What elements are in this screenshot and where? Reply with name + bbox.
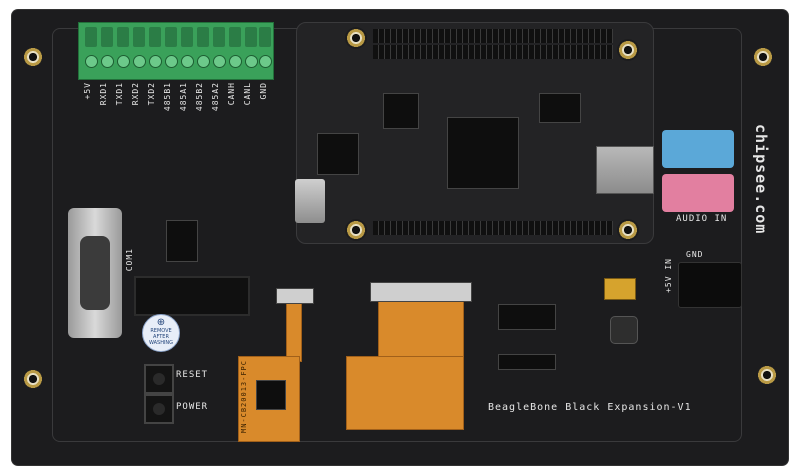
- sticker-text: REMOVE AFTER WASHING: [148, 328, 174, 346]
- gnd-label: GND: [686, 250, 704, 259]
- terminal-label: 485B2: [195, 82, 204, 112]
- audio-label: AUDIO IN: [676, 214, 728, 224]
- dc-power-jack[interactable]: [678, 262, 742, 308]
- terminal-label: 485A2: [211, 82, 220, 112]
- reset-button[interactable]: [144, 364, 174, 394]
- db9-serial-connector[interactable]: [68, 208, 122, 338]
- processor-chip: [447, 117, 519, 189]
- ic-chip: [539, 93, 581, 123]
- power-button[interactable]: [144, 394, 174, 424]
- sd-card-slot: [596, 146, 654, 194]
- com-label: COM1: [125, 248, 134, 272]
- terminal-label: 485A1: [179, 82, 188, 112]
- brand-text: chipsee.com: [752, 124, 770, 235]
- terminal-label: RXD2: [131, 82, 140, 106]
- ic-chip: [317, 133, 359, 175]
- idc-pin-header: [134, 276, 250, 316]
- terminal-label: TXD1: [115, 82, 124, 106]
- audio-out-jack[interactable]: [662, 130, 734, 168]
- terminal-label: CANH: [227, 82, 236, 106]
- terminal-label: +5V: [83, 82, 92, 100]
- green-terminal-block: [78, 22, 274, 80]
- ic-chip: [383, 93, 419, 129]
- top-pin-header: [373, 29, 613, 43]
- touch-fpc-cable: [286, 300, 302, 362]
- inductor: [610, 316, 638, 344]
- beaglebone-black-board: [295, 22, 654, 244]
- beaglebone-hole: [617, 39, 639, 61]
- terminal-label: RXD1: [99, 82, 108, 106]
- power-in-label: +5V IN: [664, 258, 673, 293]
- usb-connector: [295, 179, 325, 223]
- beaglebone-hole: [617, 219, 639, 241]
- lcd-fpc-cable: [378, 298, 464, 360]
- top-pin-header-row2: [373, 45, 613, 59]
- ic-chip: [166, 220, 198, 262]
- fpc-part-number: MN-CB20013-FPC: [240, 360, 248, 434]
- board-title: BeagleBone Black Expansion-V1: [488, 402, 692, 413]
- bottom-pin-header: [373, 221, 613, 235]
- mounting-hole-top-left: [22, 46, 44, 68]
- reset-label: RESET: [176, 370, 209, 380]
- lcd-connector: [370, 282, 472, 302]
- terminal-label: 485B1: [163, 82, 172, 112]
- ic-chip: [498, 354, 556, 370]
- lcd-fpc-panel: [346, 356, 464, 430]
- power-label: POWER: [176, 402, 209, 412]
- mounting-hole-top-right: [752, 46, 774, 68]
- beaglebone-hole: [345, 27, 367, 49]
- terminal-label: TXD2: [147, 82, 156, 106]
- remove-after-washing-sticker: ⊕ REMOVE AFTER WASHING: [142, 314, 180, 352]
- touch-connector: [276, 288, 314, 304]
- ic-chip: [498, 304, 556, 330]
- terminal-label: CANL: [243, 82, 252, 106]
- audio-in-jack[interactable]: [662, 174, 734, 212]
- tantalum-capacitor: [604, 278, 636, 300]
- terminal-label: GND: [259, 82, 268, 100]
- mounting-hole-bottom-left: [22, 368, 44, 390]
- mounting-hole-bottom-right: [756, 364, 778, 386]
- beaglebone-hole: [345, 219, 367, 241]
- touch-controller-chip: [256, 380, 286, 410]
